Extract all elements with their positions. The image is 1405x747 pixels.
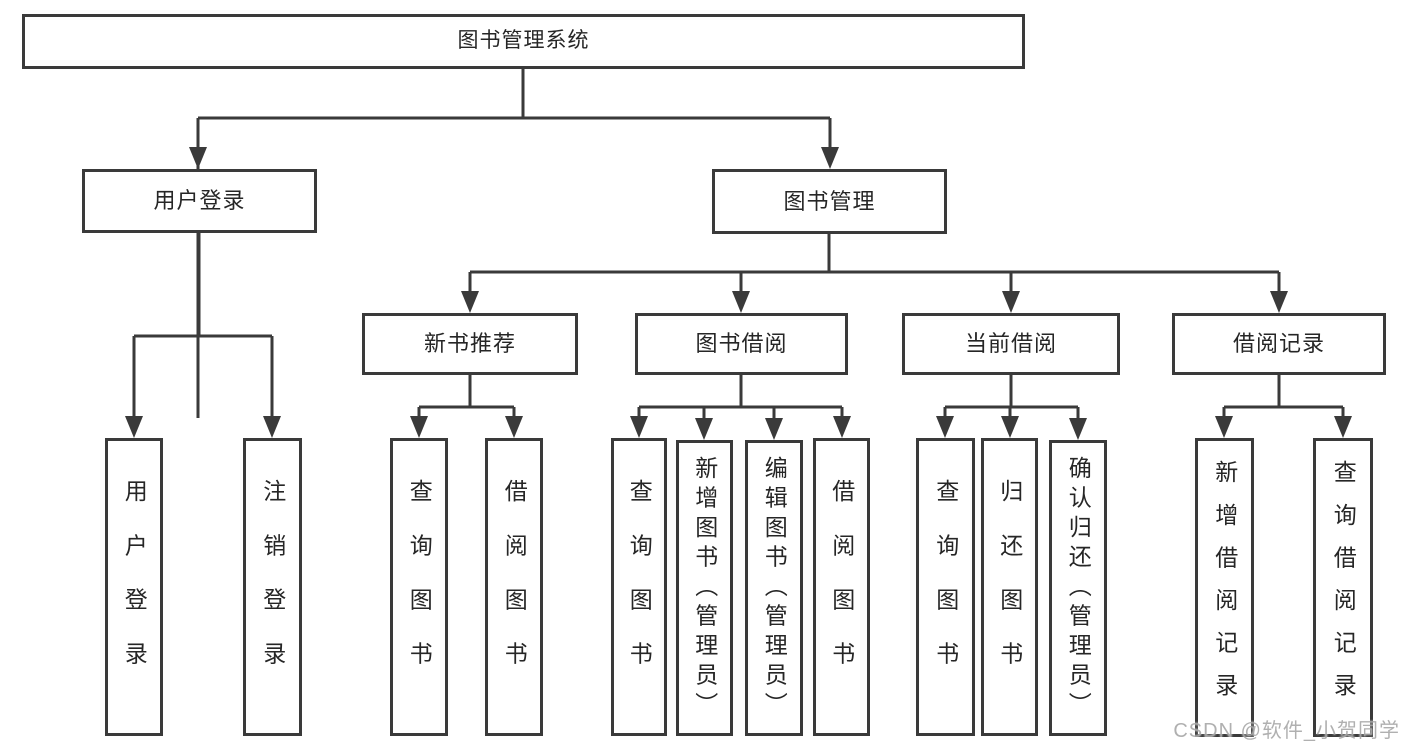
- arrowhead-icon: [1002, 291, 1020, 313]
- leaf-label: 归还图书: [996, 478, 1023, 696]
- leaf-label: 查询图书: [626, 478, 653, 696]
- leaf-borrow-borrow-books: 借阅图书: [813, 438, 870, 736]
- csdn-watermark: CSDN @软件_小贺同学: [1173, 720, 1400, 742]
- leaf-label: 查询图书: [406, 478, 433, 696]
- leaf-label: 用户登录: [121, 478, 148, 696]
- node-new-book-recommend: 新书推荐: [362, 313, 578, 375]
- leaf-label: 查询借阅记录: [1330, 459, 1357, 716]
- arrowhead-icon: [630, 416, 648, 438]
- leaf-query-borrow-record: 查询借阅记录: [1313, 438, 1373, 737]
- arrowhead-icon: [263, 416, 281, 438]
- connector-line: [132, 233, 274, 419]
- arrowhead-icon: [189, 147, 207, 169]
- leaf-confirm-return-admin: 确认归还（管理员）: [1049, 440, 1107, 736]
- node-label: 新书推荐: [423, 331, 516, 357]
- leaf-label: 新增借阅记录: [1211, 459, 1238, 716]
- connector-root-to-level2: [189, 69, 839, 418]
- leaf-label: 查询图书: [932, 478, 959, 696]
- connector-line: [637, 375, 844, 420]
- node-borrow-records: 借阅记录: [1172, 313, 1386, 375]
- leaf-label: 注销登录: [259, 478, 286, 696]
- connector-line: [1222, 375, 1345, 420]
- node-book-borrow: 图书借阅: [635, 313, 848, 375]
- connector-line: [417, 375, 516, 420]
- connector-currentborrow-to-leaves: [936, 375, 1087, 440]
- arrowhead-icon: [695, 418, 713, 440]
- leaf-newbooks-borrow-books: 借阅图书: [485, 438, 543, 736]
- leaf-label: 借阅图书: [501, 478, 528, 696]
- leaf-label: 新增图书（管理员）: [691, 455, 718, 721]
- connector-line: [468, 234, 1281, 295]
- arrowhead-icon: [1215, 416, 1233, 438]
- node-root-library-system: 图书管理系统: [22, 14, 1025, 69]
- arrowhead-icon: [732, 291, 750, 313]
- node-label: 图书管理: [783, 188, 876, 214]
- leaf-label: 借阅图书: [828, 478, 855, 696]
- node-user-login: 用户登录: [82, 169, 317, 233]
- arrowhead-icon: [833, 416, 851, 438]
- leaf-user-login: 用户登录: [105, 438, 163, 736]
- node-label: 图书借阅: [695, 331, 788, 357]
- connector-bookborrow-to-leaves: [630, 375, 851, 440]
- arrowhead-icon: [821, 147, 839, 169]
- arrowhead-icon: [765, 418, 783, 440]
- arrowhead-icon: [125, 416, 143, 438]
- leaf-newbooks-query-books: 查询图书: [390, 438, 448, 736]
- arrowhead-icon: [1069, 418, 1087, 440]
- arrowhead-icon: [1001, 416, 1019, 438]
- arrowhead-icon: [461, 291, 479, 313]
- leaf-add-book-admin: 新增图书（管理员）: [676, 440, 733, 736]
- leaf-label: 编辑图书（管理员）: [761, 455, 788, 721]
- connector-line: [943, 375, 1080, 420]
- leaf-borrow-query-books: 查询图书: [611, 438, 667, 736]
- node-label: 用户登录: [153, 188, 246, 214]
- leaf-edit-book-admin: 编辑图书（管理员）: [745, 440, 803, 736]
- arrowhead-icon: [505, 416, 523, 438]
- node-label: 借阅记录: [1232, 331, 1325, 357]
- node-current-borrow: 当前借阅: [902, 313, 1120, 375]
- connector-bookmgmt-to-level3: [461, 234, 1288, 313]
- leaf-add-borrow-record: 新增借阅记录: [1195, 438, 1254, 737]
- connector-newbooks-to-leaves: [410, 375, 523, 438]
- connector-userlogin-to-leaves: [125, 233, 281, 438]
- leaf-current-query-books: 查询图书: [916, 438, 975, 736]
- arrowhead-icon: [1334, 416, 1352, 438]
- leaf-label: 确认归还（管理员）: [1065, 455, 1092, 721]
- leaf-logout: 注销登录: [243, 438, 302, 736]
- arrowhead-icon: [936, 416, 954, 438]
- connector-borrowrecords-to-leaves: [1215, 375, 1352, 438]
- arrowhead-icon: [1270, 291, 1288, 313]
- node-label: 当前借阅: [964, 331, 1057, 357]
- node-book-management: 图书管理: [712, 169, 947, 234]
- arrowhead-icon: [410, 416, 428, 438]
- node-label: 图书管理系统: [457, 29, 590, 53]
- leaf-return-books: 归还图书: [981, 438, 1038, 736]
- connector-line: [196, 69, 832, 418]
